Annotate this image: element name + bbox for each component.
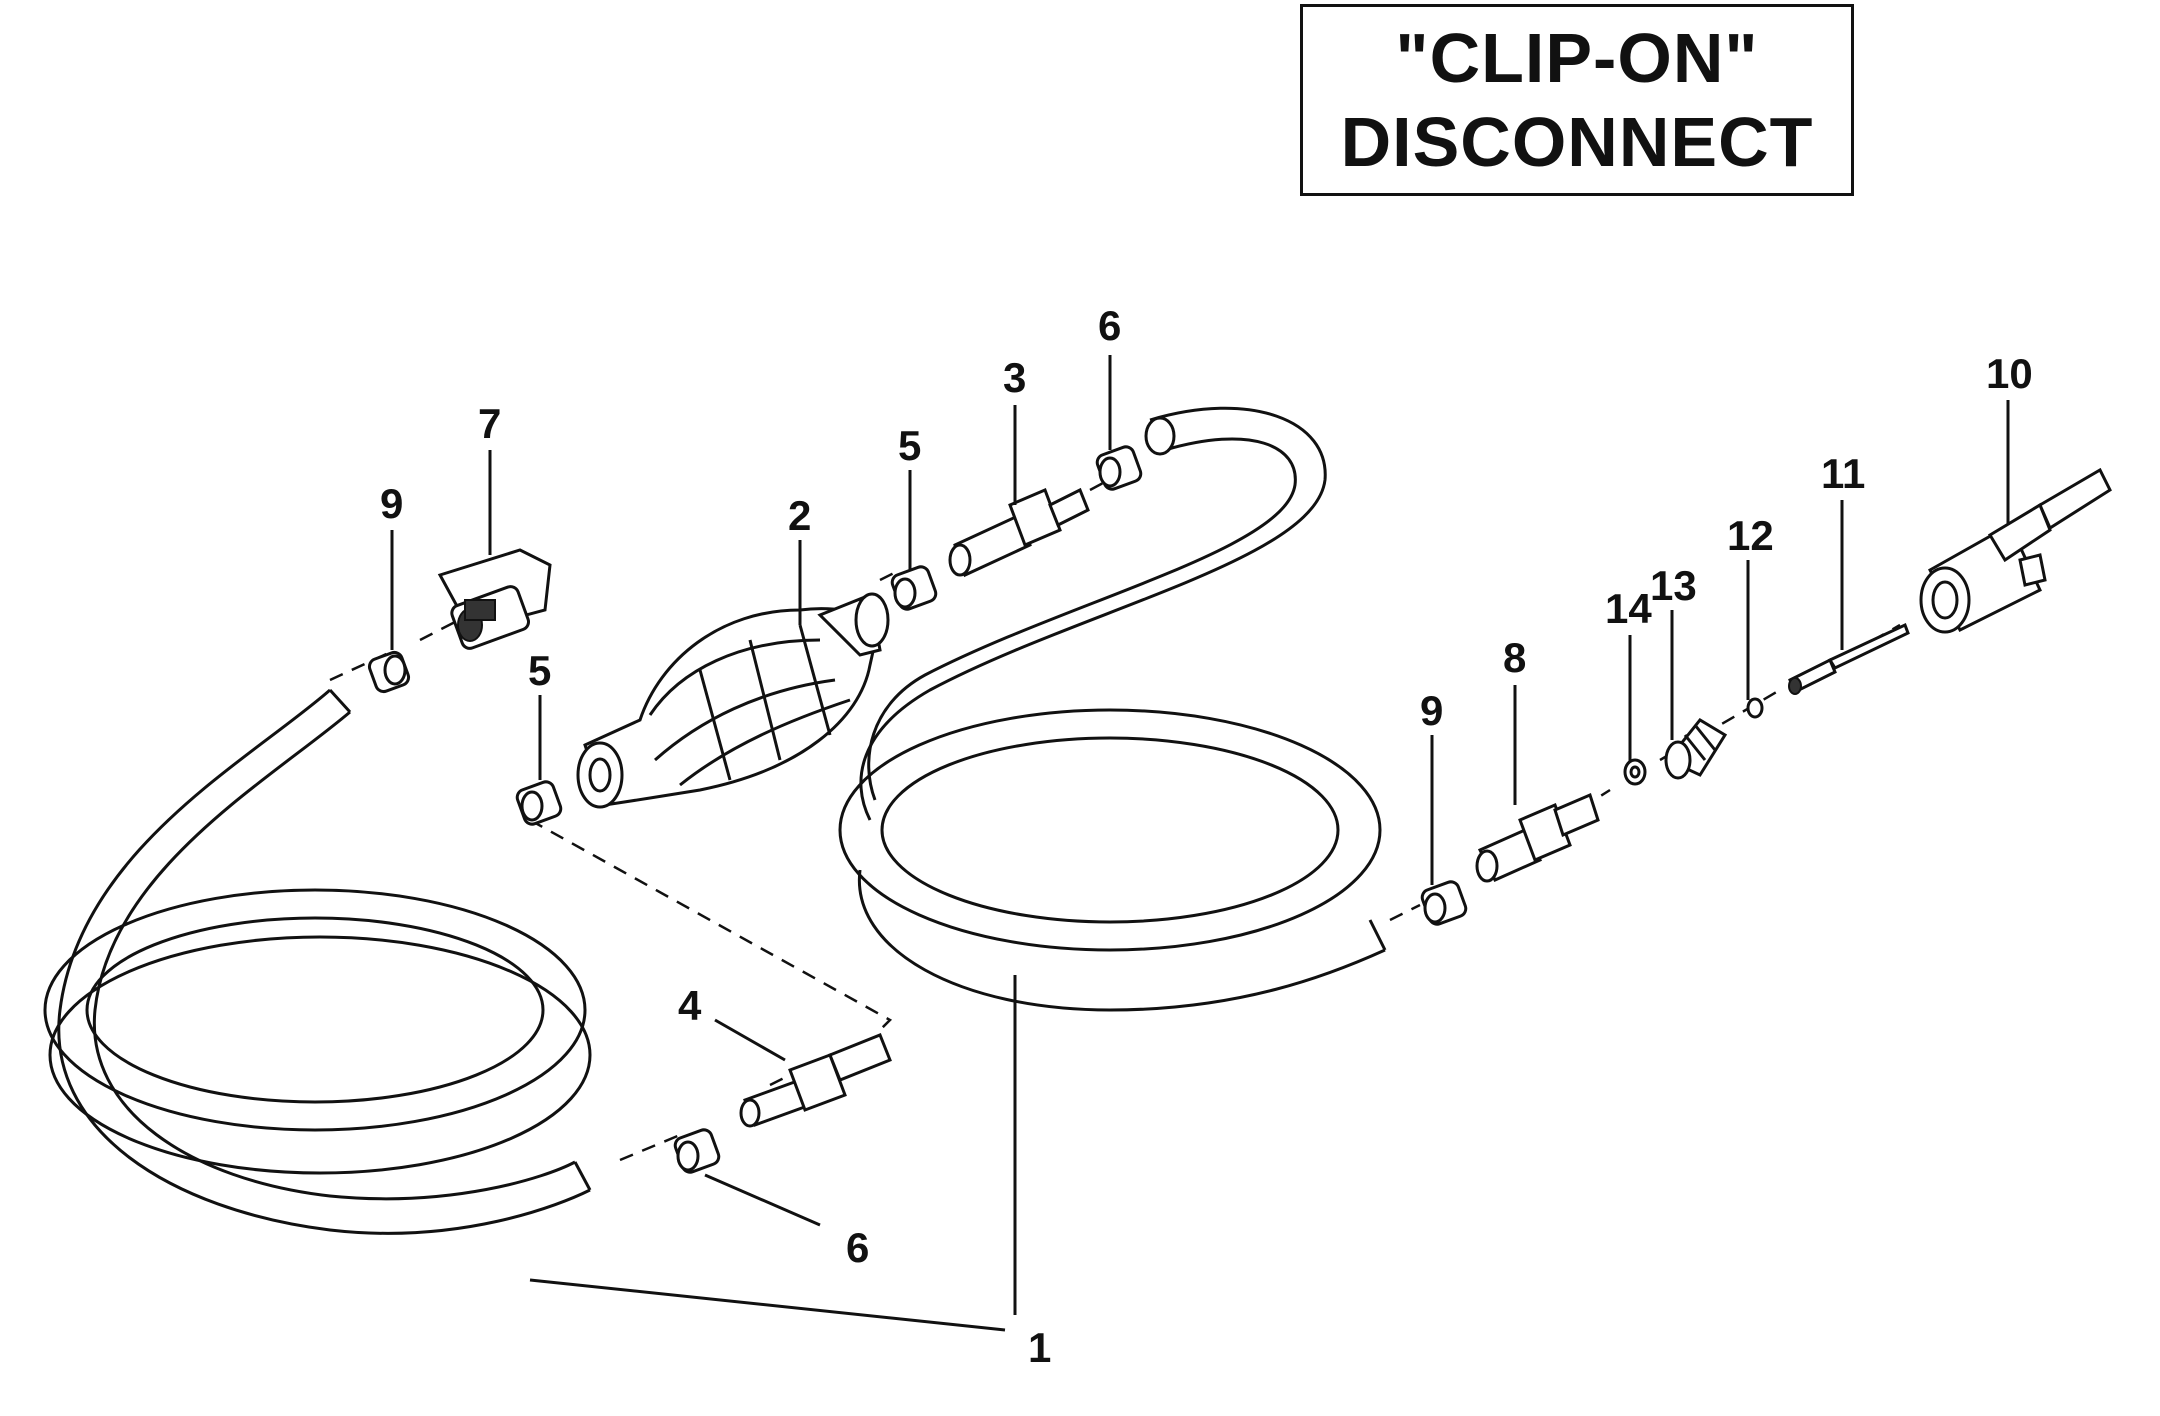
part-6-lower-clamp	[673, 1128, 721, 1174]
part-12-o-ring	[1746, 697, 1764, 719]
callout-9-right: 9	[1420, 687, 1443, 734]
part-4-fitting	[739, 1033, 892, 1128]
part-3-fitting	[948, 487, 1090, 578]
right-hose	[838, 406, 1387, 1012]
callout-9-left: 9	[380, 480, 403, 527]
callout-3: 3	[1003, 354, 1026, 401]
callout-2: 2	[788, 492, 811, 539]
part-14-washer	[1623, 758, 1647, 786]
part-10-tank-connector	[1919, 467, 2112, 634]
callout-6-lower: 6	[846, 1224, 869, 1271]
part-9-right-clamp	[1420, 880, 1468, 926]
callout-8: 8	[1503, 634, 1526, 681]
title-box: "CLIP-ON" DISCONNECT	[1300, 4, 1854, 196]
callout-5-left: 5	[528, 647, 551, 694]
callout-7: 7	[478, 400, 501, 447]
title-line-1: "CLIP-ON"	[1395, 19, 1759, 97]
part-13-valve	[1664, 718, 1728, 780]
callout-14: 14	[1605, 585, 1652, 632]
callout-11: 11	[1821, 450, 1865, 497]
callout-10: 10	[1986, 350, 2033, 397]
callout-4: 4	[678, 982, 702, 1029]
callout-5-right: 5	[898, 422, 921, 469]
title-line-2: DISCONNECT	[1340, 103, 1814, 181]
part-5-left-clamp	[515, 780, 563, 826]
leader-4	[714, 1018, 786, 1062]
part-2-primer-bulb	[576, 592, 890, 809]
left-hose	[43, 688, 592, 1235]
callouts: 9 7 5 2 5 3 6 4 6 1 9 8 14 13 12 11 10	[380, 302, 2033, 1371]
callout-6-upper: 6	[1098, 302, 1121, 349]
leader-1-left	[529, 1278, 1006, 1332]
callout-13: 13	[1650, 562, 1697, 609]
part-8-fitting	[1475, 792, 1600, 883]
part-11-pin	[1788, 622, 1910, 695]
part-6-upper-clamp	[1095, 445, 1143, 491]
part-7-connector	[437, 548, 552, 650]
part-9-left-clamp	[367, 650, 411, 694]
leader-lines	[390, 355, 2010, 1332]
part-5-right-clamp	[890, 565, 938, 611]
callout-1: 1	[1028, 1324, 1051, 1371]
callout-12: 12	[1727, 512, 1774, 559]
leader-6-lower	[704, 1173, 821, 1227]
